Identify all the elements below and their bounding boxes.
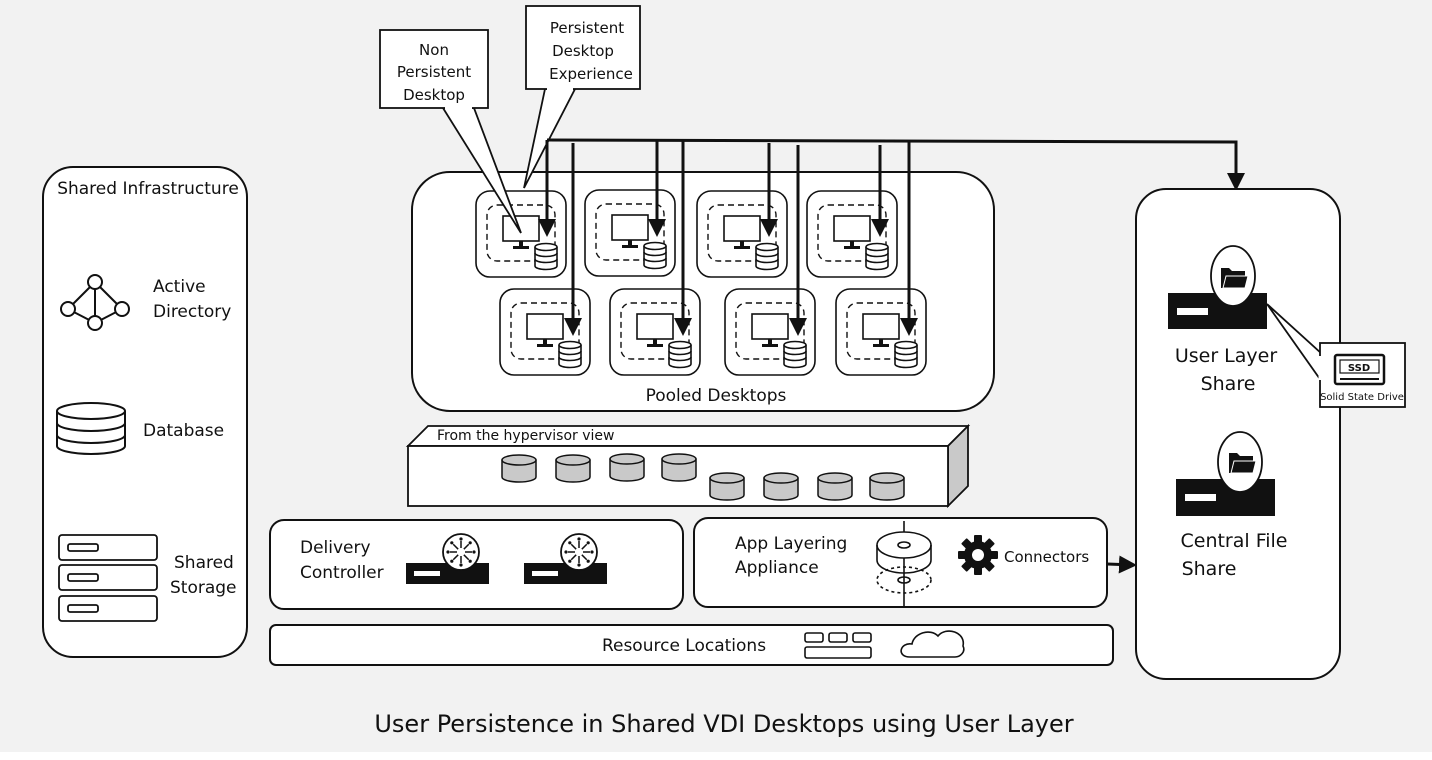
monitor-icon — [526, 313, 564, 347]
delivery-controller-line2: Controller — [300, 563, 384, 583]
ssd-badge: SSD — [1348, 363, 1370, 374]
user-layer-share-line2: Share — [1201, 373, 1256, 395]
datacenter-icon — [804, 632, 872, 659]
ssd-icon: SSD — [1333, 353, 1386, 386]
non-persistent-line2: Persistent — [397, 63, 471, 81]
cloud-icon — [900, 630, 965, 658]
diagram-title: User Persistence in Shared VDI Desktops … — [374, 710, 1073, 738]
layer-disks-icon — [876, 521, 932, 607]
user-layer-disk-icon — [755, 242, 779, 271]
shared-storage-label-line2: Storage — [170, 578, 237, 598]
resource-locations-label: Resource Locations — [602, 636, 766, 656]
desktop-vm — [835, 288, 927, 376]
persistent-line2: Desktop — [552, 42, 614, 60]
persistent-callout: Persistent Desktop Experience — [523, 5, 641, 189]
ssd-label: Solid State Drive — [1320, 392, 1404, 403]
active-directory-icon — [60, 274, 130, 331]
user-layer-connections — [538, 138, 1245, 336]
virtual-disk-icon — [609, 453, 645, 482]
controller-server-icon — [524, 533, 607, 584]
virtual-disk-icon — [709, 472, 745, 501]
monitor-icon — [751, 313, 789, 347]
ssd-callout: SSD Solid State Drive — [1266, 303, 1406, 408]
desktop-vm — [724, 288, 816, 376]
user-layer-disk-icon — [534, 242, 558, 271]
user-layer-disk-icon — [668, 340, 692, 369]
virtual-disk-icon — [763, 472, 799, 501]
pooled-desktops-label: Pooled Desktops — [646, 386, 787, 406]
app-layering-panel: App Layering Appliance Connectors — [693, 517, 1137, 608]
user-layer-disk-icon — [865, 242, 889, 271]
user-layer-share-arrow — [546, 138, 1245, 191]
virtual-disk-icon — [661, 453, 697, 482]
connectors-arrow — [1106, 555, 1137, 574]
non-persistent-line1: Non — [419, 41, 449, 59]
virtual-disk-icon — [817, 472, 853, 501]
user-layer-disk-icon — [783, 340, 807, 369]
shared-storage-label-line1: Shared — [174, 553, 234, 573]
desktop-vm — [609, 288, 701, 376]
hypervisor-disks — [501, 453, 905, 501]
delivery-controller-line1: Delivery — [300, 538, 371, 558]
monitor-icon — [611, 214, 649, 248]
desktop-vm — [696, 190, 788, 278]
user-layer-disk-icon — [643, 241, 667, 270]
monitor-icon — [723, 215, 761, 249]
persistent-line3: Experience — [549, 65, 633, 83]
virtual-disk-icon — [555, 454, 591, 483]
active-directory-label-line1: Active — [153, 277, 206, 297]
desktop-vm — [584, 189, 676, 277]
central-file-share-icon — [1176, 431, 1275, 516]
folder-icon — [1221, 268, 1249, 289]
non-persistent-callout: Non Persistent Desktop — [379, 29, 522, 234]
controller-server-icon — [406, 533, 489, 584]
central-file-share-line2: Share — [1182, 558, 1237, 580]
central-file-share-line1: Central File — [1180, 530, 1287, 552]
user-layer-share-line1: User Layer — [1175, 345, 1278, 367]
shared-infrastructure-panel: Shared Infrastructure Active Directory D… — [42, 166, 248, 658]
virtual-disk-icon — [869, 472, 905, 501]
persistent-line1: Persistent — [550, 19, 624, 37]
database-icon — [56, 402, 126, 455]
user-layer-disk-icon — [894, 340, 918, 369]
resource-locations-panel: Resource Locations — [269, 624, 1114, 666]
desktop-vm-group — [475, 189, 927, 376]
hypervisor-label: From the hypervisor view — [437, 428, 614, 444]
shared-infrastructure-heading: Shared Infrastructure — [57, 179, 239, 199]
virtual-disk-icon — [501, 454, 537, 483]
connectors-label: Connectors — [1004, 548, 1089, 566]
desktop-vm — [475, 190, 567, 278]
controller-servers — [406, 533, 607, 584]
gear-icon — [958, 535, 998, 575]
desktop-vm — [806, 190, 898, 278]
monitor-icon — [636, 313, 674, 347]
user-layer-share-icon — [1168, 245, 1267, 329]
monitor-icon — [833, 215, 871, 249]
database-label: Database — [143, 421, 224, 441]
app-layering-line1: App Layering — [735, 534, 847, 554]
desktop-vm — [499, 288, 591, 376]
monitor-icon — [862, 313, 900, 347]
shared-storage-icon — [58, 534, 158, 622]
app-layering-line2: Appliance — [735, 558, 819, 578]
non-persistent-line3: Desktop — [403, 86, 465, 104]
user-layer-disk-icon — [558, 340, 582, 369]
folder-icon — [1229, 453, 1257, 474]
active-directory-label-line2: Directory — [153, 302, 231, 322]
